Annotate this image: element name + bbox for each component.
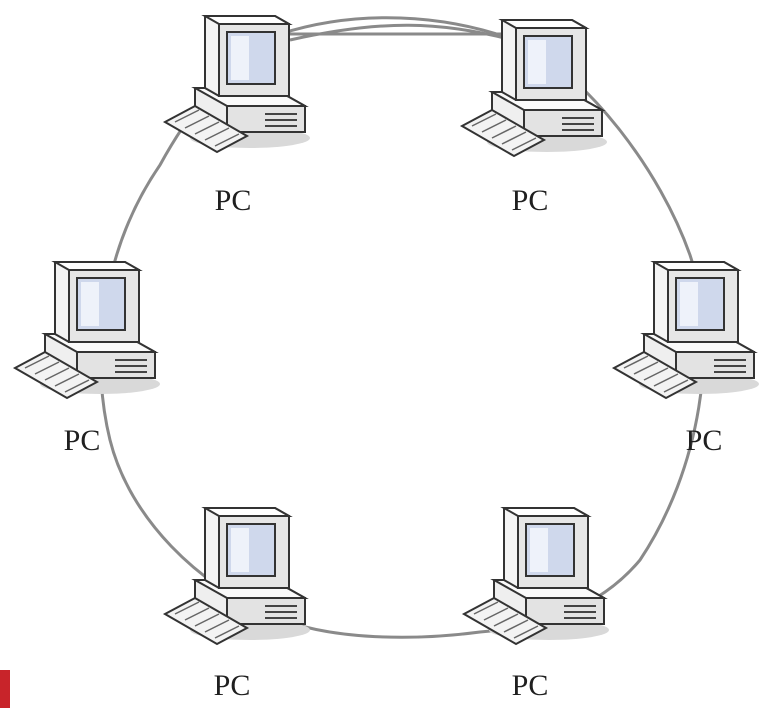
- ring-links: [260, 23, 530, 44]
- pc-node-top-left: PC: [164, 15, 311, 217]
- computer-icon: [461, 19, 608, 157]
- pc-node-mid-left: PC: [14, 261, 161, 457]
- pc-node-top-right: PC: [461, 19, 608, 217]
- pc-label: PC: [215, 184, 252, 217]
- computer-icon: [14, 261, 161, 399]
- pc-label: PC: [512, 184, 549, 217]
- pc-label: PC: [214, 669, 251, 702]
- pc-node-bottom-right: PC: [463, 507, 610, 702]
- computer-icon: [463, 507, 610, 645]
- accent-bar: [0, 670, 10, 708]
- pc-label: PC: [512, 669, 549, 702]
- ring-link: [289, 23, 521, 44]
- computer-icon: [164, 507, 311, 645]
- pc-node-bottom-left: PC: [164, 507, 311, 702]
- computer-icon: [164, 15, 311, 153]
- computer-icon: [613, 261, 760, 399]
- pc-label: PC: [64, 424, 101, 457]
- pc-node-mid-right: PC: [613, 261, 760, 457]
- pc-label: PC: [686, 424, 723, 457]
